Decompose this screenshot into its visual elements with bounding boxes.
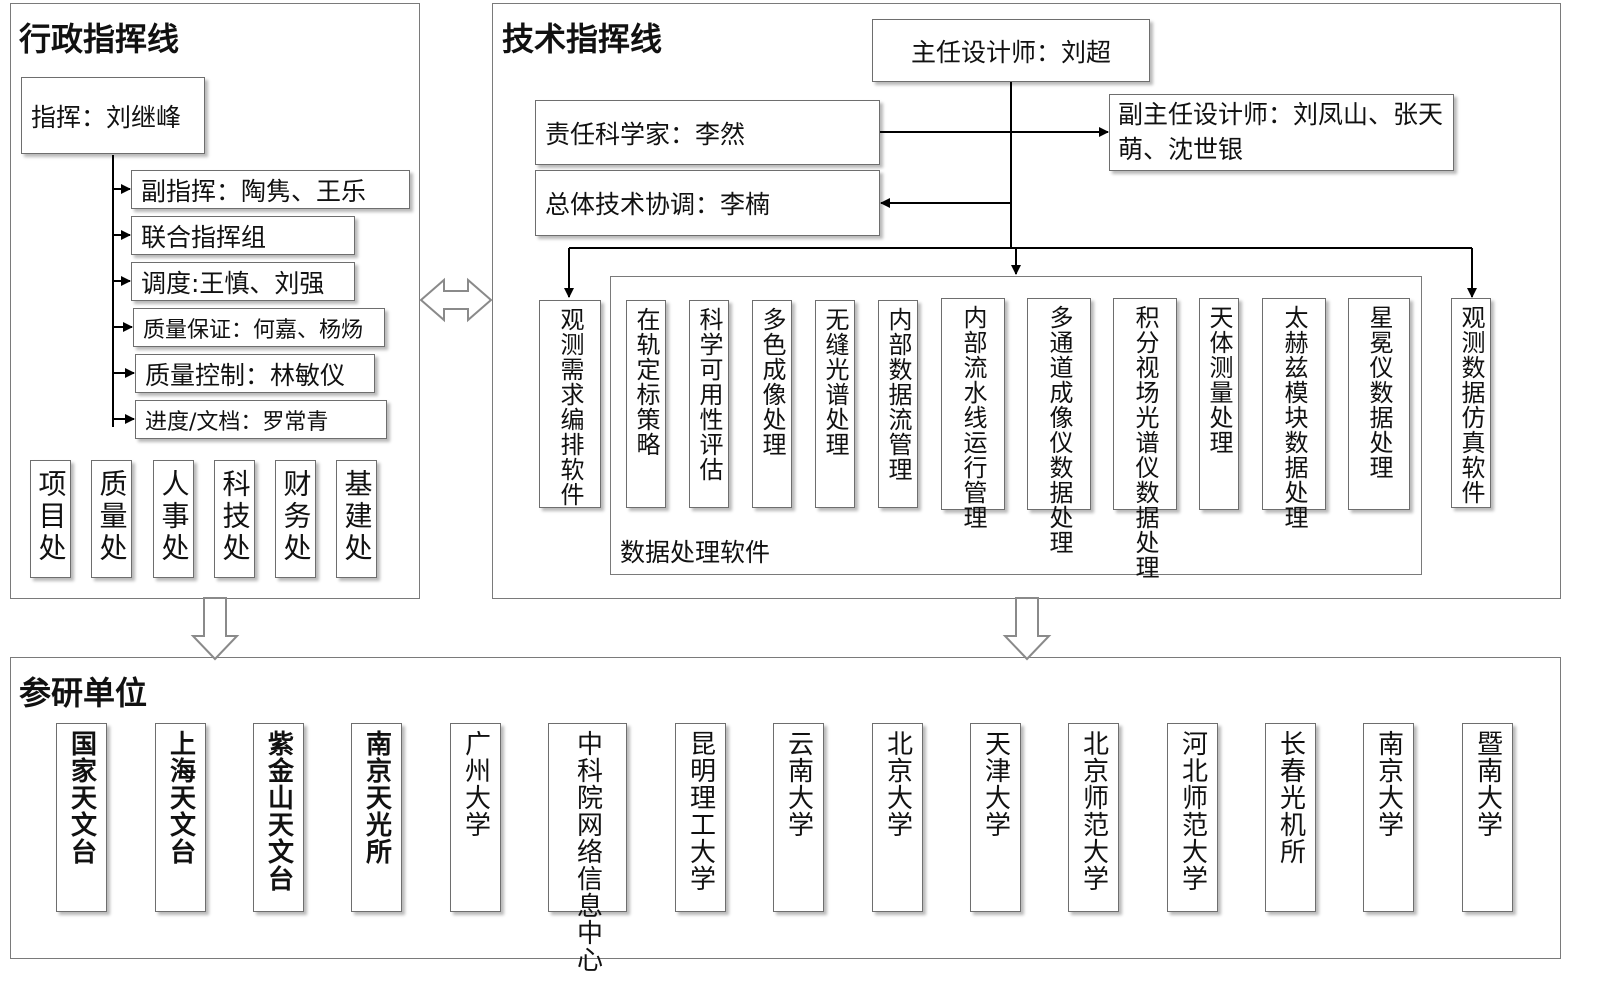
dept-personnel: 人事处 bbox=[153, 460, 194, 578]
module-multicolor: 多色成像处理 bbox=[752, 300, 792, 508]
software-obs-simulation: 观测数据仿真软件 bbox=[1451, 298, 1491, 508]
unit-niaot: 南京天光所 bbox=[351, 723, 402, 912]
module-multichannel: 多通道成像仪数据处理 bbox=[1027, 298, 1091, 555]
dept-finance: 财务处 bbox=[275, 460, 316, 578]
unit-nju: 南京大学 bbox=[1363, 723, 1414, 912]
module-pipeline: 内部流水线运行管理 bbox=[941, 298, 1005, 530]
software-obs-planning: 观测需求编排软件 bbox=[539, 300, 601, 508]
dept-quality: 质量处 bbox=[91, 460, 132, 578]
dept-science: 科技处 bbox=[214, 460, 255, 578]
tech-title: 技术指挥线 bbox=[502, 20, 663, 58]
module-slitless: 无缝光谱处理 bbox=[815, 300, 855, 508]
commander-box: 指挥：刘继峰 bbox=[21, 77, 205, 154]
unit-shao: 上海天文台 bbox=[155, 723, 206, 912]
unit-ciomp: 长春光机所 bbox=[1265, 723, 1316, 912]
deputy-designers-box: 副主任设计师：刘凤山、张天萌、沈世银 bbox=[1109, 94, 1454, 171]
dept-construction: 基建处 bbox=[336, 460, 377, 578]
data-group-label: 数据处理软件 bbox=[620, 538, 771, 567]
unit-cnic: 中科院网络信息中心 bbox=[548, 723, 627, 973]
admin-item-joint-group: 联合指挥组 bbox=[131, 216, 355, 255]
deputy-designers-text: 副主任设计师：刘凤山、张天萌、沈世银 bbox=[1118, 100, 1444, 164]
dept-project: 项目处 bbox=[30, 460, 71, 578]
module-terahertz: 太赫兹模块数据处理 bbox=[1262, 298, 1326, 530]
admin-item-deputy: 副指挥：陶隽、王乐 bbox=[131, 170, 410, 209]
module-usability: 科学可用性评估 bbox=[689, 300, 729, 508]
unit-bnu: 北京师范大学 bbox=[1068, 723, 1119, 912]
unit-jnu: 暨南大学 bbox=[1462, 723, 1513, 912]
unit-ynu: 云南大学 bbox=[773, 723, 824, 912]
unit-pku: 北京大学 bbox=[872, 723, 923, 912]
module-dataflow: 内部数据流管理 bbox=[878, 300, 918, 508]
admin-item-qa: 质量保证：何嘉、杨炀 bbox=[133, 308, 385, 347]
module-ifs: 积分视场光谱仪数据处理 bbox=[1113, 298, 1177, 580]
admin-title: 行政指挥线 bbox=[19, 20, 180, 58]
unit-kmust: 昆明理工大学 bbox=[675, 723, 726, 912]
unit-naoc: 国家天文台 bbox=[56, 723, 107, 912]
module-coronagraph: 星冕仪数据处理 bbox=[1348, 298, 1410, 510]
admin-item-schedule-docs: 进度/文档：罗常青 bbox=[135, 400, 387, 439]
admin-item-qc: 质量控制：林敏仪 bbox=[135, 354, 375, 393]
unit-tju: 天津大学 bbox=[970, 723, 1021, 912]
module-calibration: 在轨定标策略 bbox=[626, 300, 666, 508]
units-title: 参研单位 bbox=[19, 674, 148, 712]
chief-designer-box: 主任设计师：刘超 bbox=[872, 19, 1150, 82]
module-astrometry: 天体测量处理 bbox=[1199, 298, 1239, 510]
unit-gzhu: 广州大学 bbox=[450, 723, 501, 912]
admin-item-scheduling: 调度:王慎、刘强 bbox=[131, 262, 355, 301]
unit-pmo: 紫金山天文台 bbox=[253, 723, 304, 912]
coordinator-box: 总体技术协调：李楠 bbox=[535, 170, 880, 236]
chief-scientist-box: 责任科学家：李然 bbox=[535, 100, 880, 165]
unit-hebtu: 河北师范大学 bbox=[1167, 723, 1218, 912]
